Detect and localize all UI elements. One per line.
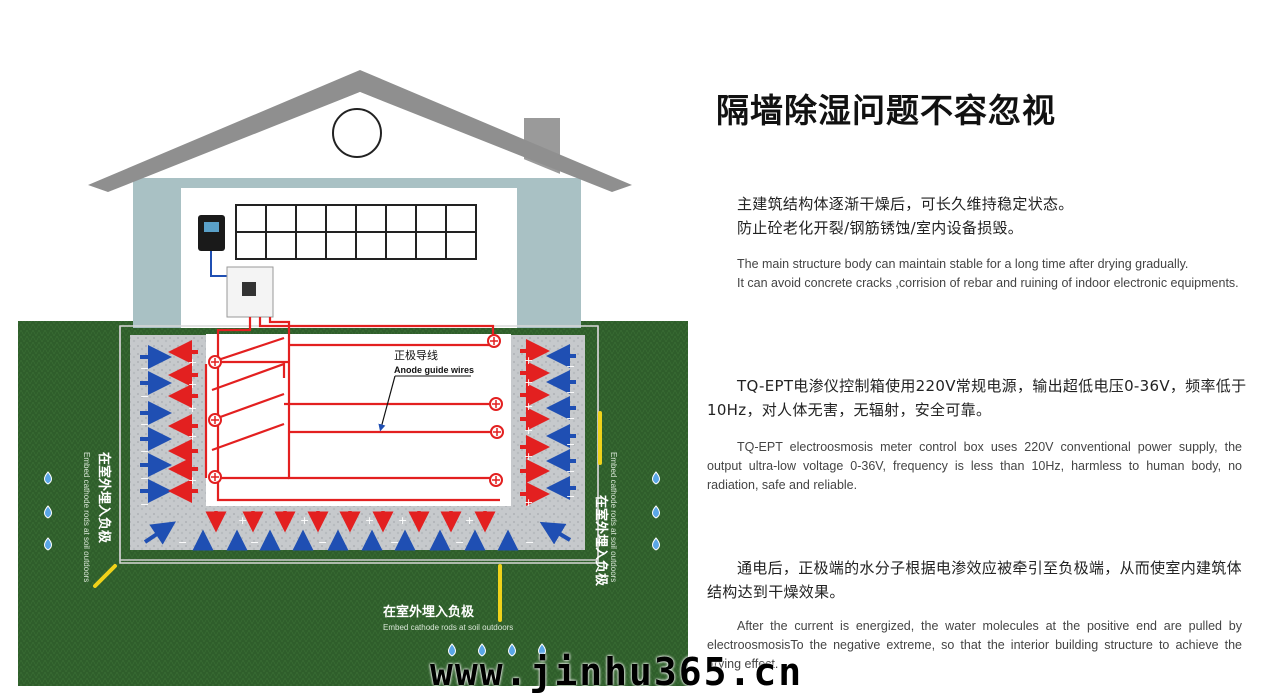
anode-label-cn: 正极导线	[394, 348, 438, 362]
svg-text:+: +	[238, 514, 247, 527]
svg-text:−: −	[566, 386, 575, 399]
section1-en: The main structure body can maintain sta…	[707, 255, 1242, 293]
anode-wires	[204, 317, 500, 502]
svg-text:+: +	[524, 354, 533, 367]
section2-en: TQ-EPT electroosmosis meter control box …	[707, 440, 1242, 492]
section1-cn-line1: 主建筑结构体逐渐干燥后，可长久维持稳定状态。	[737, 195, 1074, 213]
svg-text:−: −	[140, 445, 149, 458]
electroosmosis-diagram: 正极导线 Anode guide wires	[18, 70, 688, 686]
svg-text:+: +	[188, 402, 197, 415]
svg-text:+: +	[188, 356, 197, 369]
svg-text:−: −	[178, 536, 187, 549]
svg-text:−: −	[140, 390, 149, 403]
svg-text:−: −	[250, 536, 259, 549]
round-window	[332, 108, 382, 158]
svg-text:−: −	[318, 536, 327, 549]
section1-en-line1: The main structure body can maintain sta…	[737, 257, 1189, 271]
section3-cn: 通电后，正极端的水分子根据电渗效应被牵引至负极端，从而使室内建筑体结构达到干燥效…	[707, 559, 1242, 601]
watermark: www.jinhu365.cn	[430, 650, 804, 694]
svg-text:+: +	[524, 496, 533, 509]
svg-text:−: −	[390, 536, 399, 549]
floor-slab	[206, 334, 511, 506]
svg-text:+: +	[188, 474, 197, 487]
svg-text:−: −	[140, 362, 149, 375]
cathode-rods	[93, 411, 602, 622]
section1-cn: 主建筑结构体逐渐干燥后，可长久维持稳定状态。 防止砼老化开裂/钢筋锈蚀/室内设备…	[707, 192, 1247, 240]
cathode-right-cn: 在室外埋入负极	[593, 495, 609, 587]
svg-text:−: −	[566, 465, 575, 478]
junction-box-icon	[226, 266, 274, 318]
page-title: 隔墙除湿问题不容忽视	[716, 91, 1056, 130]
svg-text:+: +	[524, 400, 533, 413]
water-drop-icons	[44, 471, 660, 657]
svg-text:−: −	[566, 412, 575, 425]
svg-text:+: +	[300, 514, 309, 527]
svg-text:−: −	[566, 360, 575, 373]
cathode-label-left: 在室外埋入负极 Embed cathode rods at soil outdo…	[82, 452, 112, 582]
cathode-left-cn: 在室外埋入负极	[96, 452, 112, 544]
cathode-bottom-en: Embed cathode rods at soil outdoors	[383, 623, 513, 632]
section1-en-line2: It can avoid concrete cracks ,corrision …	[737, 276, 1239, 290]
svg-text:−: −	[455, 536, 464, 549]
svg-text:+: +	[188, 430, 197, 443]
svg-text:+: +	[524, 450, 533, 463]
section1-cn-line2: 防止砼老化开裂/钢筋锈蚀/室内设备损毁。	[737, 219, 1024, 237]
svg-text:−: −	[140, 498, 149, 511]
anode-label-en: Anode guide wires	[394, 365, 474, 375]
cathode-right-en: Embed cathode rods at soil outdoors	[609, 452, 618, 582]
svg-text:−: −	[566, 438, 575, 451]
cathode-label-right: 在室外埋入负极 Embed cathode rods at soil outdo…	[593, 452, 618, 587]
section2-cn: TQ-EPT电渗仪控制箱使用220V常规电源，输出超低电压0-36V，频率低于1…	[707, 377, 1247, 419]
section3-en: After the current is energized, the wate…	[707, 619, 1242, 671]
svg-text:−: −	[140, 418, 149, 431]
svg-text:+: +	[524, 424, 533, 437]
window-panel	[235, 204, 477, 260]
cathode-left-en: Embed cathode rods at soil outdoors	[82, 452, 91, 582]
svg-text:−: −	[525, 536, 534, 549]
svg-text:+: +	[398, 514, 407, 527]
flow-arrows: − − − − − − + + + + + + + + + + + − − − − − − + + + + + − − − − − −	[140, 339, 576, 551]
svg-text:−: −	[140, 472, 149, 485]
svg-text:+: +	[188, 378, 197, 391]
cathode-bottom-cn: 在室外埋入负极	[383, 604, 475, 620]
svg-text:−: −	[566, 490, 575, 503]
svg-text:+: +	[524, 376, 533, 389]
svg-text:+: +	[365, 514, 374, 527]
svg-text:+: +	[465, 514, 474, 527]
